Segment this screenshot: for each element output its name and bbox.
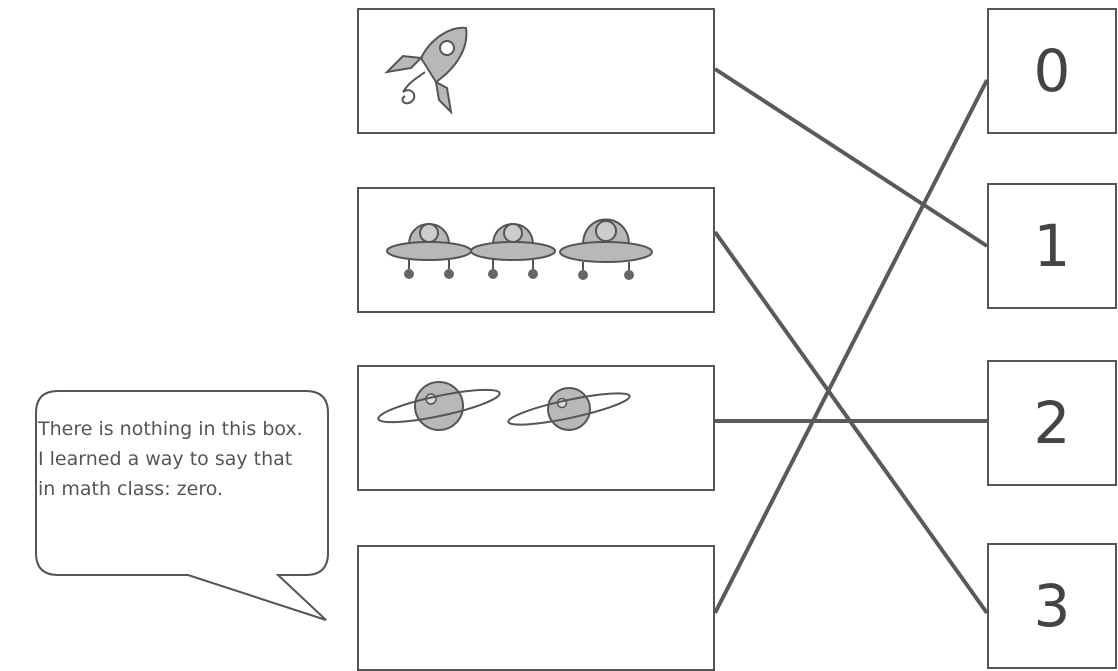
speech-bubble-text: There is nothing in this box. I learned … [38,418,303,500]
speech-bubble [35,390,329,621]
picture-box-planets [357,365,715,491]
picture-box-rocket [357,8,715,134]
flying-saucer-alien-icon [470,223,556,279]
flying-saucer-alien-icon [559,218,653,280]
match-line-empty-to-0 [713,79,989,614]
number-box-0: 0 [987,8,1117,134]
match-line-rocket-to-1 [713,67,989,248]
flying-saucer-alien-icon [386,223,472,279]
number-box-3: 3 [987,543,1117,669]
rocket-icon [384,26,468,115]
picture-box-empty [357,545,715,671]
ringed-planet-icon [507,387,631,431]
picture-box-flying-saucers [357,187,715,313]
number-box-2: 2 [987,360,1117,486]
ringed-planet-icon [377,381,501,431]
number-box-1: 1 [987,183,1117,309]
